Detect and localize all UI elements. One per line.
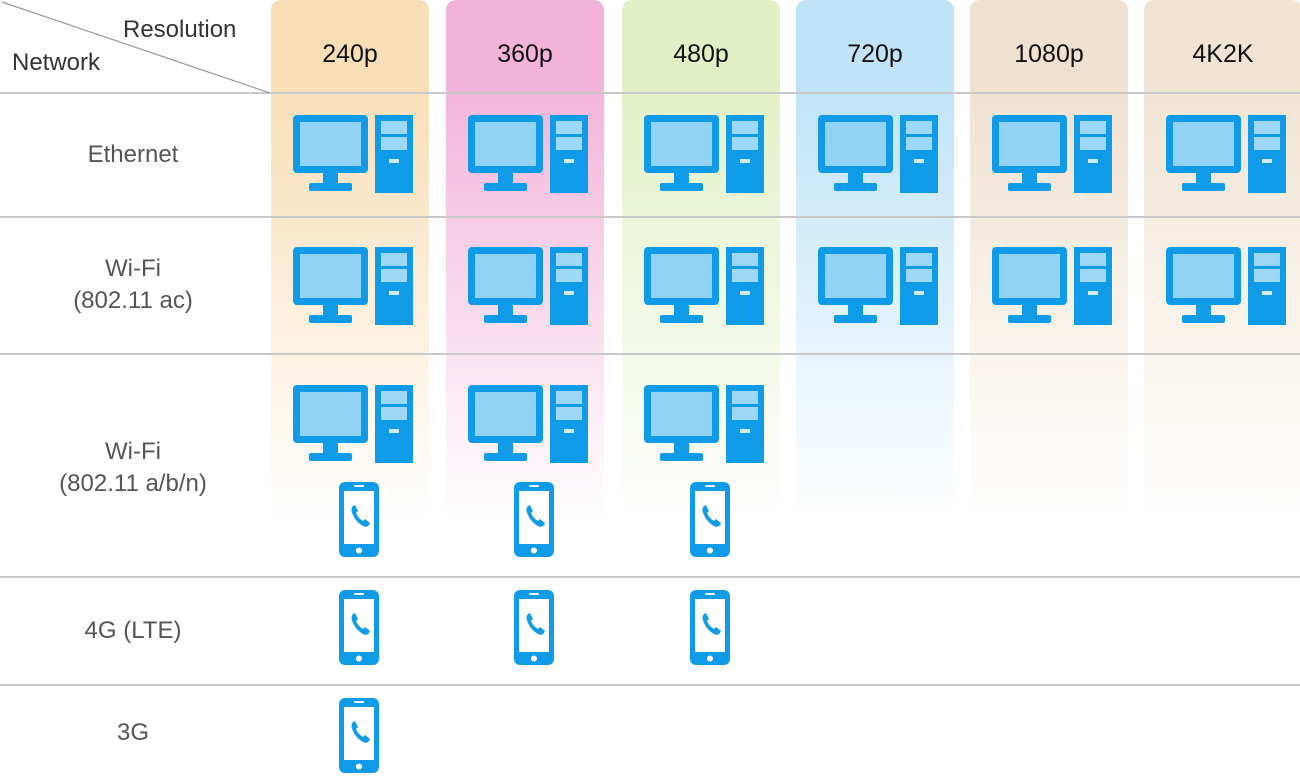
desktop-pc-icon [1164, 113, 1286, 200]
row-header-network: 3G [0, 717, 266, 749]
grid-line [0, 576, 1300, 578]
column-header-240p: 240p [322, 40, 378, 68]
row-header-line: Ethernet [87, 140, 179, 168]
grid-line [0, 216, 1300, 218]
smartphone-icon [338, 481, 380, 563]
desktop-pc-icon [990, 113, 1112, 200]
row-header-network: Ethernet [0, 139, 266, 171]
column-header-1080p: 1080p [1014, 40, 1084, 68]
desktop-pc-icon [642, 383, 764, 470]
desktop-pc-icon [466, 245, 588, 332]
row-header-line: (802.11 ac) [73, 287, 193, 314]
desktop-pc-icon [816, 113, 938, 200]
desktop-pc-icon [291, 245, 413, 332]
column-header-480p: 480p [673, 40, 729, 68]
grid-line [0, 353, 1300, 355]
desktop-pc-icon [816, 245, 938, 332]
corner-resolution-label: Resolution [123, 16, 237, 43]
desktop-pc-icon [642, 113, 764, 200]
desktop-pc-icon [291, 383, 413, 470]
desktop-pc-icon [990, 245, 1112, 332]
grid-line [0, 92, 1300, 94]
corner-diagonal [1, 1, 270, 93]
corner-network-label: Network [12, 49, 101, 76]
row-header-network: Wi-Fi (802.11 a/b/n) [0, 436, 266, 500]
desktop-pc-icon [466, 113, 588, 200]
desktop-pc-icon [466, 383, 588, 470]
desktop-pc-icon [1164, 245, 1286, 332]
column-header-4k2k: 4K2K [1192, 40, 1254, 68]
column-header-360p: 360p [497, 40, 553, 68]
smartphone-icon [513, 589, 555, 671]
desktop-pc-icon [642, 245, 764, 332]
row-header-line: Wi-Fi [105, 255, 161, 282]
smartphone-icon [689, 481, 731, 563]
smartphone-icon [338, 589, 380, 671]
smartphone-icon [513, 481, 555, 563]
smartphone-icon [338, 697, 380, 779]
row-header-line: (802.11 a/b/n) [59, 470, 207, 497]
row-header-network: 4G (LTE) [0, 615, 266, 647]
desktop-pc-icon [291, 113, 413, 200]
smartphone-icon [689, 589, 731, 671]
column-header-720p: 720p [847, 40, 903, 68]
row-header-line: 3G [116, 718, 149, 746]
row-header-network: Wi-Fi (802.11 ac) [0, 253, 266, 317]
row-header-line: Wi-Fi [105, 438, 161, 465]
row-header-line: 4G (LTE) [84, 616, 182, 644]
grid-line [0, 684, 1300, 686]
